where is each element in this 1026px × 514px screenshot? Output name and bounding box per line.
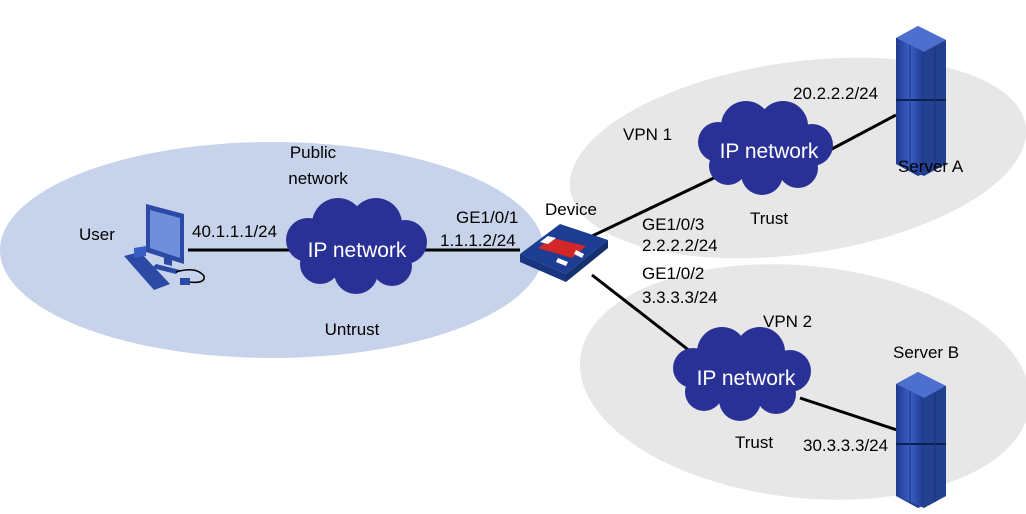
- device-label: Device: [545, 200, 597, 219]
- server-b-icon: [896, 372, 946, 508]
- public-zone-title-line2: network: [288, 169, 348, 188]
- cloud-public-label: IP network: [308, 239, 407, 262]
- cloud-vpn2-label: IP network: [697, 367, 796, 390]
- vpn1-trust-label: Trust: [750, 209, 788, 228]
- ge3-ip-label: 2.2.2.2/24: [642, 236, 718, 255]
- server-a-ip-label: 20.2.2.2/24: [793, 84, 878, 103]
- firewall-icon: [520, 224, 608, 282]
- server-a-icon: [896, 26, 946, 176]
- cloud-vpn1: [698, 101, 833, 195]
- vpn2-trust-label: Trust: [735, 433, 773, 452]
- server-b-ip-label: 30.3.3.3/24: [803, 436, 888, 455]
- link-vpn2-serverb: [799, 396, 898, 432]
- links: [188, 113, 898, 432]
- ge2-port-label: GE1/0/2: [642, 264, 704, 283]
- link-device-vpn2: [591, 273, 696, 357]
- cloud-vpn2: [673, 327, 811, 421]
- cloud-public: [286, 198, 427, 294]
- ge3-port-label: GE1/0/3: [642, 215, 704, 234]
- user-ip-label: 40.1.1.1/24: [192, 222, 277, 241]
- cloud-vpn1-label: IP network: [720, 140, 819, 163]
- server-a-label: Server A: [898, 157, 964, 176]
- public-zone-untrust-label: Untrust: [325, 320, 380, 339]
- vpn1-title: VPN 1: [623, 125, 672, 144]
- ge2-ip-label: 3.3.3.3/24: [642, 288, 718, 307]
- link-device-vpn1: [587, 174, 719, 240]
- vpn2-title: VPN 2: [763, 312, 812, 331]
- server-b-label: Server B: [893, 343, 959, 362]
- pc-icon: [124, 204, 205, 290]
- link-vpn1-servera: [829, 113, 897, 152]
- public-zone-title-line1: Public: [290, 143, 337, 162]
- ge1-port-label: GE1/0/1: [456, 208, 518, 227]
- user-label: User: [79, 225, 115, 244]
- ge1-ip-label: 1.1.1.2/24: [440, 231, 516, 250]
